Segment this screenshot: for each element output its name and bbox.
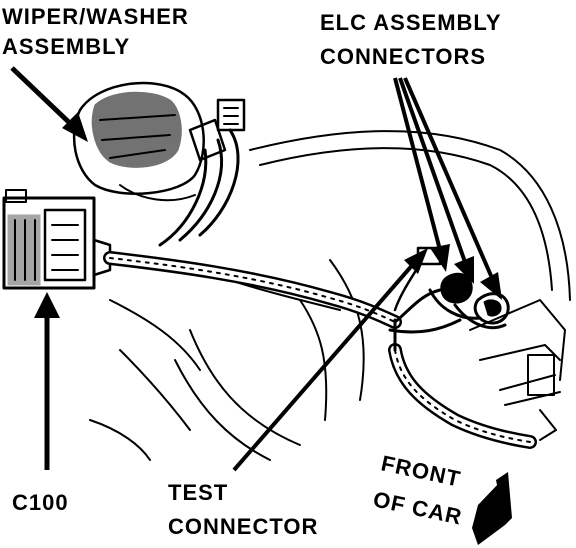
label-wiper-line1: WIPER/WASHER <box>2 4 189 29</box>
label-elc-line1: ELC ASSEMBLY <box>320 10 502 35</box>
label-front-line1: FRONT <box>379 450 463 491</box>
wiring-harness <box>103 251 537 449</box>
label-front-line2: OF CAR <box>371 486 465 529</box>
label-test-line1: TEST <box>168 480 228 505</box>
wiper-washer-motor <box>72 81 246 247</box>
label-c100: C100 <box>12 490 69 515</box>
leader-arrows <box>10 66 512 545</box>
elc-connectors <box>428 272 510 330</box>
label-test-line2: CONNECTOR <box>168 514 318 539</box>
label-wiper-line2: ASSEMBLY <box>2 34 130 59</box>
label-elc-line2: CONNECTORS <box>320 44 486 69</box>
c100-connector <box>2 189 112 290</box>
